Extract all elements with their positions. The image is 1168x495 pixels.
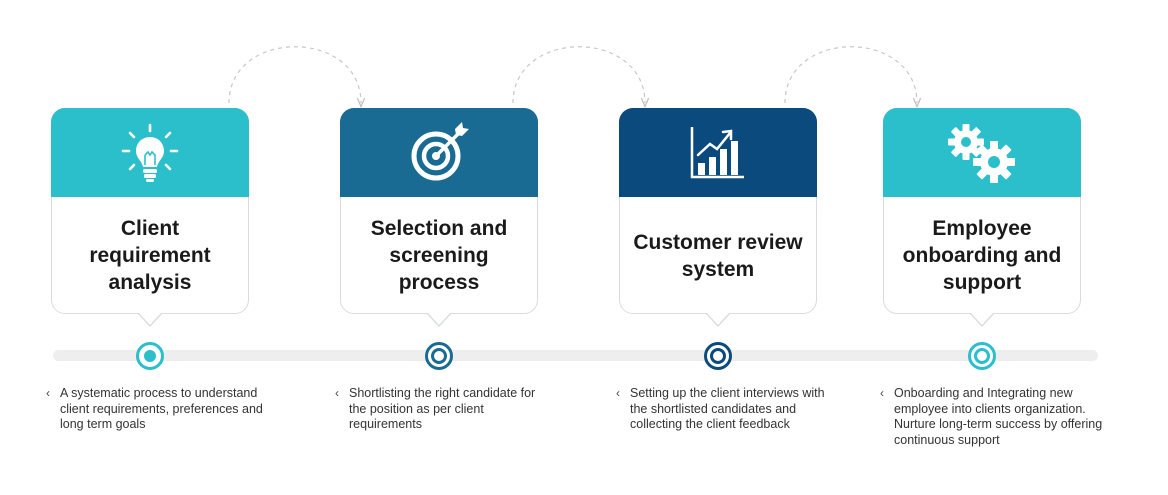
step-description-text: Setting up the client interviews with th…	[630, 386, 825, 431]
step-title: Customer review system	[633, 230, 803, 281]
card-pointer	[426, 312, 452, 327]
bullet-icon: ‹	[335, 386, 339, 400]
timeline-node-1	[136, 342, 164, 370]
bullet-icon: ‹	[46, 386, 50, 400]
timeline-node-2	[425, 342, 453, 370]
bullet-icon: ‹	[616, 386, 620, 400]
step-description-text: A systematic process to understand clien…	[60, 386, 263, 431]
timeline-node-4	[968, 342, 996, 370]
connector-arc-3	[784, 46, 917, 103]
step-description-2: ‹ Shortlisting the right candidate for t…	[335, 386, 539, 433]
step-title: Client requirement analysis	[89, 217, 211, 294]
step-description-text: Shortlisting the right candidate for the…	[349, 386, 536, 431]
step-card-2: Selection and screening process	[340, 108, 538, 314]
step-description-text: Onboarding and Integrating new employee …	[894, 386, 1103, 447]
card-pointer	[137, 312, 163, 327]
step-card-3-header	[619, 108, 817, 197]
step-card-1-header	[51, 108, 249, 197]
step-card-4-header	[883, 108, 1081, 197]
step-card-2-header	[340, 108, 538, 197]
step-title: Selection and screening process	[370, 217, 508, 294]
connector-arc-2	[512, 46, 645, 103]
connector-arc-1	[228, 46, 361, 103]
card-pointer	[705, 312, 731, 327]
bullet-icon: ‹	[880, 386, 884, 400]
step-description-3: ‹ Setting up the client interviews with …	[616, 386, 830, 433]
step-description-4: ‹ Onboarding and Integrating new employe…	[880, 386, 1104, 448]
timeline-bar	[53, 350, 1098, 361]
step-description-1: ‹ A systematic process to understand cli…	[46, 386, 275, 433]
target-icon	[411, 121, 469, 180]
gears-icon	[948, 123, 1015, 183]
growth-chart-icon	[690, 126, 744, 178]
card-pointer	[969, 312, 995, 327]
step-title: Employee onboarding and support	[902, 217, 1062, 294]
timeline-node-3	[704, 342, 732, 370]
step-card-4: Employee onboarding and support	[883, 108, 1081, 314]
connector-arcs	[228, 46, 1168, 120]
lightbulb-icon	[121, 123, 179, 182]
step-card-1: Client requirement analysis	[51, 108, 249, 314]
step-card-3: Customer review system	[619, 108, 817, 314]
